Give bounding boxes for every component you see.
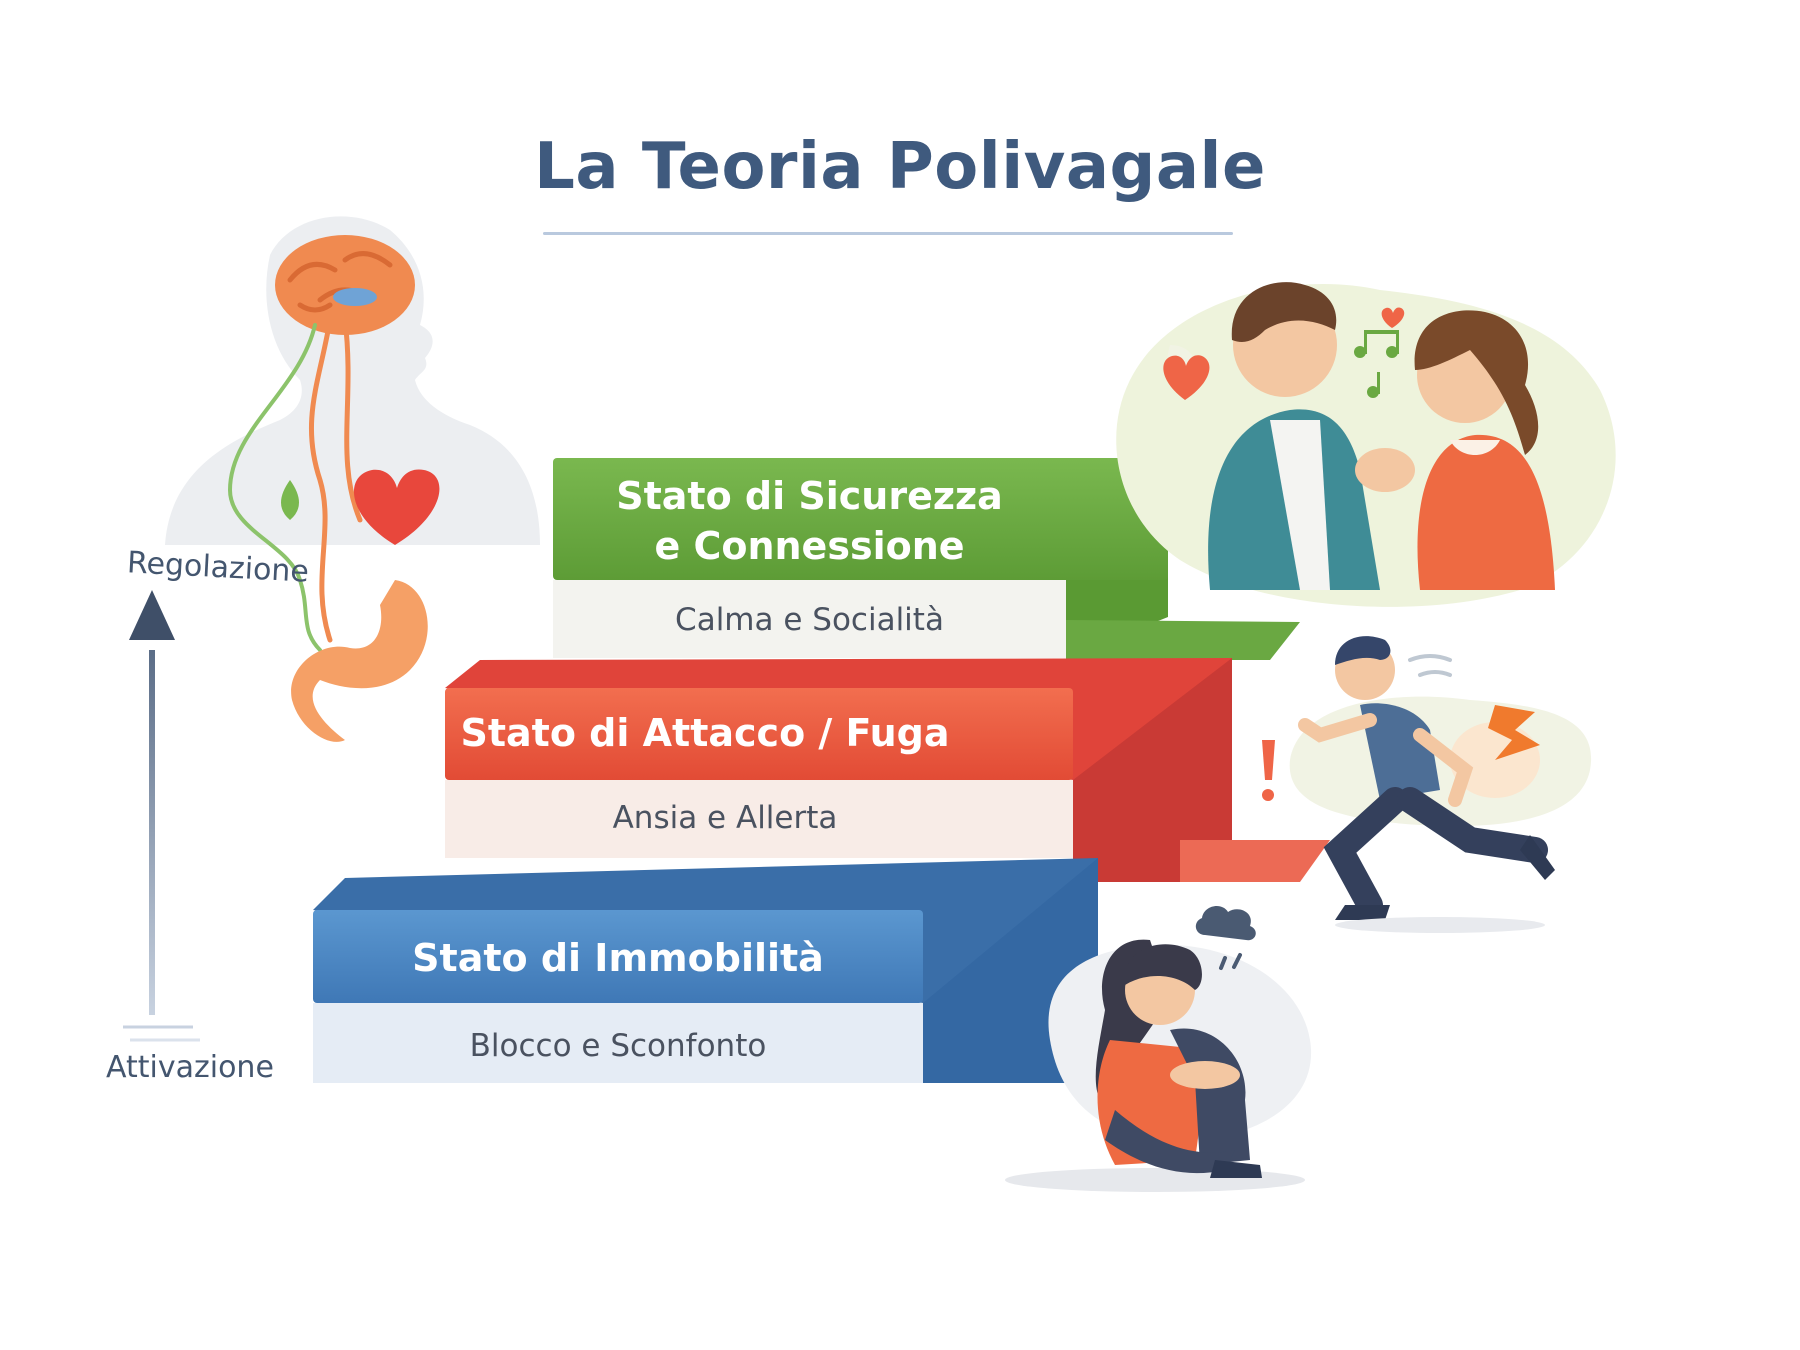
state-desc-immobilita: Blocco e Sconfonto: [469, 1028, 767, 1064]
activation-axis-arrow: [123, 590, 200, 1042]
heart-icon: [1381, 307, 1405, 328]
title-underline: [543, 232, 1233, 235]
couple-connection-illustration: [1116, 282, 1616, 607]
music-notes-icon: [1354, 330, 1399, 398]
state-title-immobilita: Stato di Immobilità: [412, 936, 824, 980]
cloud-icon: [1195, 906, 1256, 941]
page-title: La Teoria Polivagale: [534, 130, 1266, 204]
state-title-sicurezza: Stato di Sicurezza e Connessione: [616, 474, 1003, 568]
stomach-icon: [291, 580, 428, 742]
state-desc-attacco-fuga: Ansia e Allerta: [612, 800, 838, 836]
running-person-illustration: [1262, 636, 1592, 933]
brain-icon: [275, 235, 415, 335]
sad-person-illustration: [1005, 906, 1312, 1192]
vagus-nerve-orange: [308, 317, 363, 643]
brain-heart-gut-vagus-icon: [165, 216, 540, 742]
heart-icon: [353, 469, 440, 545]
lightning-icon: [1488, 705, 1540, 760]
stair-step-blue: [313, 858, 1098, 1083]
state-desc-sicurezza: Calma e Socialità: [675, 602, 944, 638]
stair-step-red: [445, 658, 1330, 882]
vagus-nerve-green: [227, 323, 322, 652]
gland-icon: [281, 480, 299, 520]
heart-icon: [1163, 355, 1210, 400]
alert-icon: [1262, 740, 1275, 780]
body-silhouette: [165, 216, 540, 545]
axis-label-attivazione: Attivazione: [106, 1050, 274, 1085]
state-title-attacco-fuga: Stato di Attacco / Fuga: [460, 711, 950, 755]
